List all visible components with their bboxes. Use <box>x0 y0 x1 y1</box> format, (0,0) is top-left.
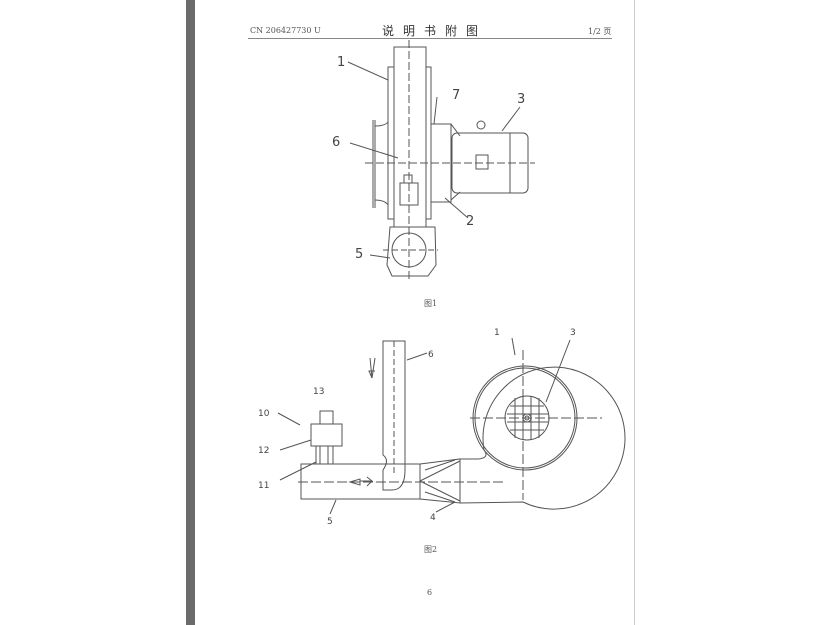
fig2-label-11: 11 <box>258 481 269 491</box>
fig2-label-3: 3 <box>570 328 576 338</box>
header-rule <box>248 38 612 39</box>
fig1-label-7: 7 <box>452 88 460 103</box>
fig2-label-13: 13 <box>313 387 324 397</box>
fig1-label-1: 1 <box>337 55 345 70</box>
figure-1-caption: 图1 <box>424 299 438 308</box>
fig2-label-6: 6 <box>428 350 434 360</box>
fig2-label-4: 4 <box>430 513 436 523</box>
patent-number: CN 206427730 U <box>250 26 321 35</box>
fig1-label-6: 6 <box>332 135 340 150</box>
page-number: 6 <box>427 588 433 597</box>
page-title: 说明书附图 <box>382 24 488 38</box>
figure-1 <box>347 40 535 280</box>
page-indicator: 1/2 页 <box>588 27 612 36</box>
fig2-label-1: 1 <box>494 328 500 338</box>
fig1-label-2: 2 <box>466 214 474 229</box>
fig2-label-5: 5 <box>327 517 333 527</box>
scan-edge-bar <box>186 0 195 625</box>
fig1-label-3: 3 <box>517 92 525 107</box>
fig1-label-5: 5 <box>355 247 363 262</box>
fig2-label-10: 10 <box>258 409 270 419</box>
page-edge <box>634 0 635 625</box>
fig2-label-12: 12 <box>258 446 269 456</box>
figure-2 <box>277 337 626 515</box>
figure-2-caption: 图2 <box>424 545 438 554</box>
figure-labels: 1 7 3 6 2 5 1 3 6 13 10 12 11 5 4 <box>258 55 576 527</box>
